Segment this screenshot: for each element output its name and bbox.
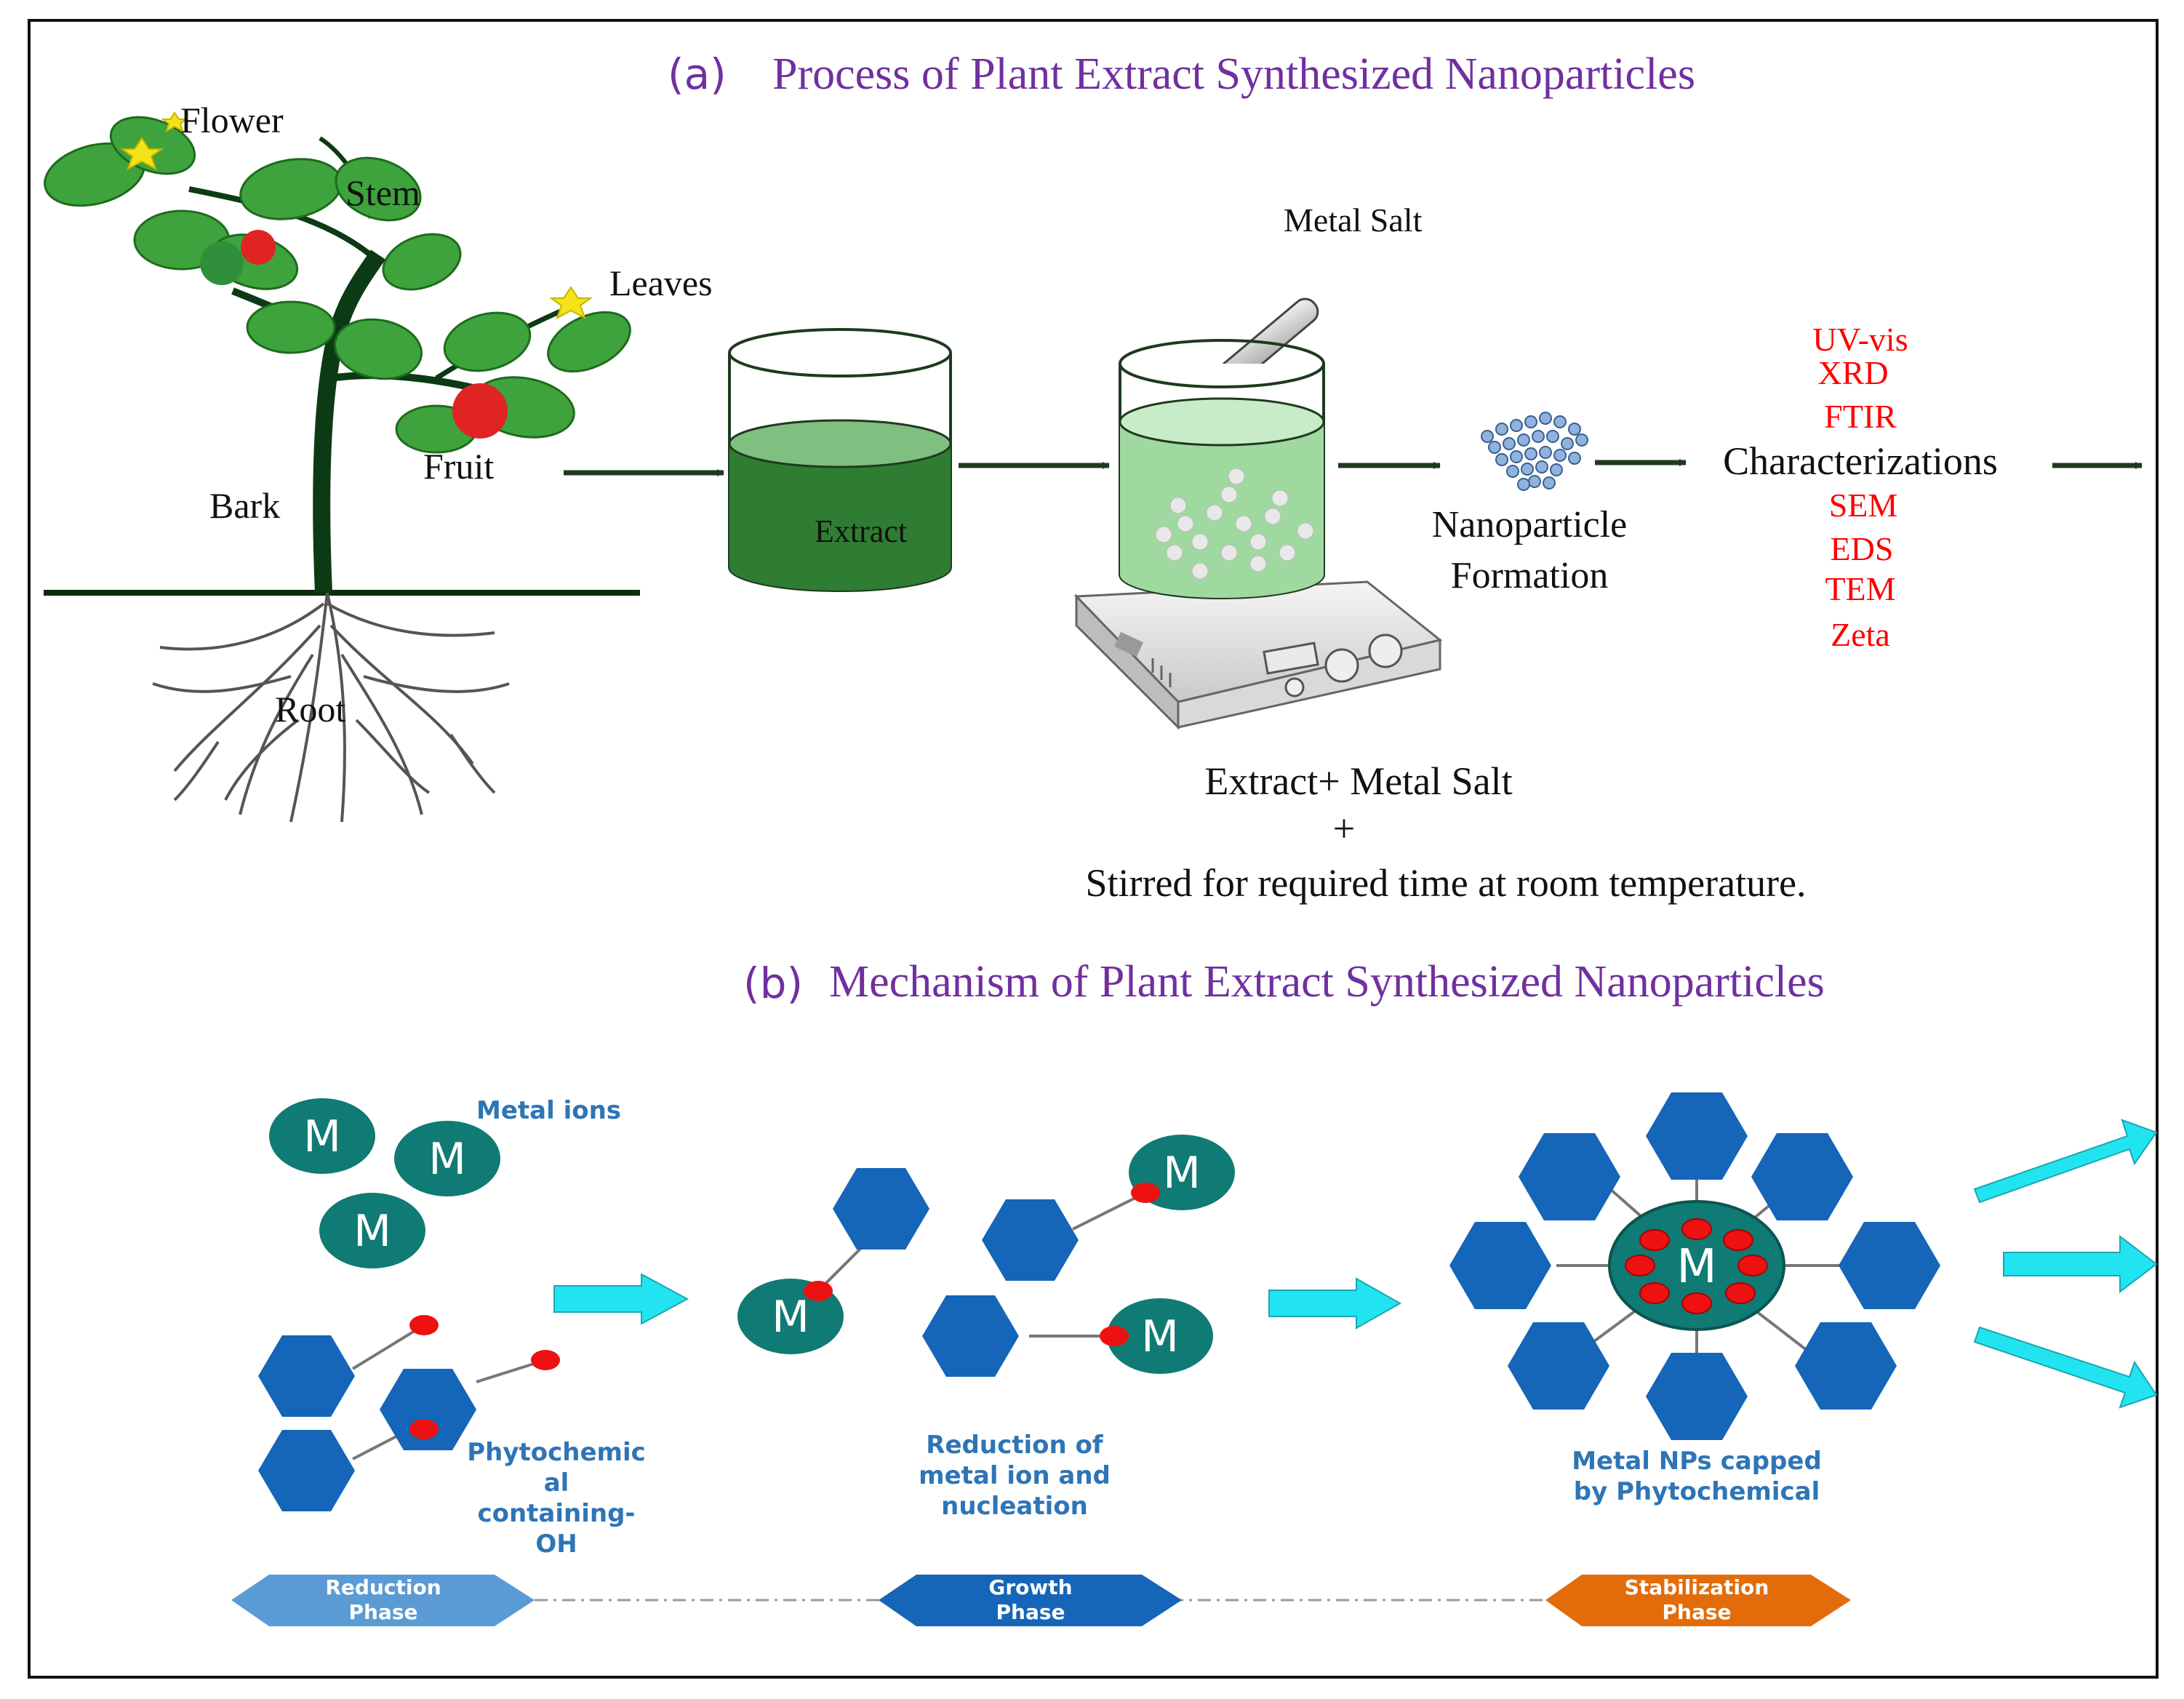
- cyan-arrow-reduction-to-growth: [553, 1273, 689, 1325]
- cyan-arrow-out-up: [1973, 1119, 2158, 1204]
- phyto-hexagon-3: [258, 1430, 355, 1511]
- cyan-arrow-out-middle: [2003, 1234, 2158, 1294]
- oh-dot: [409, 1419, 439, 1439]
- growth-hexagon-3: [922, 1295, 1019, 1377]
- growth-hexagon-1: [833, 1168, 929, 1250]
- technique-tem: TEM: [1825, 570, 1895, 607]
- cap-hexagon-top: [1646, 1092, 1748, 1180]
- cap-hexagon-right: [1839, 1222, 1940, 1309]
- metal-ion-3: M: [319, 1193, 425, 1268]
- extract-label: Extract: [815, 513, 907, 549]
- technique-zeta: Zeta: [1831, 616, 1890, 653]
- cap-hexagon-bottom-left: [1508, 1322, 1609, 1410]
- stage-reduction: M M M Metal ions Phytochemic al containi…: [258, 1096, 646, 1559]
- metal-ions-label: Metal ions: [476, 1096, 621, 1125]
- svg-text:M: M: [303, 1111, 341, 1162]
- phyto-label-line4: OH: [535, 1530, 577, 1559]
- cap-hexagon-top-left: [1519, 1133, 1620, 1220]
- label-root: Root: [275, 689, 345, 729]
- cyan-arrow-out-down: [1973, 1326, 2158, 1409]
- process-plus: +: [1333, 807, 1355, 850]
- stirrer-assembly: [1073, 339, 1443, 730]
- panel-b-title: (b) Mechanism of Plant Extract Synthesiz…: [743, 957, 1825, 1008]
- cap-hexagon-bottom-right: [1795, 1322, 1897, 1410]
- stage-stabilization: M Metal NPs capped by Phytochemical: [1449, 1092, 1940, 1506]
- svg-text:M: M: [353, 1206, 391, 1257]
- phyto-hexagon-1: [258, 1335, 355, 1417]
- svg-text:Stabilization: Stabilization: [1625, 1575, 1769, 1599]
- panel-b-title-text: Mechanism of Plant Extract Synthesized N…: [829, 957, 1825, 1007]
- growth-label-line1: Reduction of: [926, 1431, 1104, 1460]
- growth-label-line3: nucleation: [941, 1492, 1088, 1521]
- figure-border: [28, 19, 2159, 1679]
- label-bark: Bark: [209, 485, 280, 526]
- technique-sem: SEM: [1829, 487, 1898, 524]
- stage-growth: M M M Reduction of metal ion and nucleat…: [737, 1135, 1235, 1521]
- metal-salt-label: Metal Salt: [1284, 201, 1423, 239]
- roots: [152, 592, 510, 823]
- panel-b-letter: (b): [743, 959, 803, 1008]
- panel-a-title: (a) Process of Plant Extract Synthesized…: [668, 49, 1695, 99]
- plant-stem: [313, 249, 385, 593]
- label-stem: Stem: [345, 172, 420, 213]
- panel-a-title-text: Process of Plant Extract Synthesized Nan…: [772, 49, 1695, 99]
- svg-text:Reduction: Reduction: [325, 1575, 441, 1599]
- plant-illustration: Flower Stem Leaves Fruit Bark Root: [44, 100, 713, 823]
- oh-dot: [531, 1350, 560, 1370]
- phyto-label-line3: containing-: [477, 1499, 635, 1528]
- growth-hexagon-2: [982, 1199, 1079, 1281]
- nanoparticle-label-line1: Nanoparticle: [1432, 504, 1628, 545]
- technique-ftir: FTIR: [1824, 398, 1897, 435]
- svg-text:M: M: [1141, 1311, 1179, 1362]
- characterizations-block: Characterizations UV-vis XRD FTIR SEM ED…: [1723, 321, 1998, 653]
- phyto-hexagon-2: [380, 1369, 476, 1450]
- red-fruit-large: [452, 383, 508, 439]
- metal-ion-1: M: [269, 1098, 375, 1174]
- technique-xrd: XRD: [1817, 354, 1888, 391]
- process-line1: Extract+ Metal Salt: [1204, 759, 1512, 803]
- oh-dot: [409, 1315, 439, 1335]
- svg-text:Phase: Phase: [348, 1600, 417, 1624]
- phase-growth: Growth Phase: [879, 1575, 1182, 1626]
- nanoparticle-label-line2: Formation: [1451, 555, 1609, 596]
- technique-uv-vis: UV-vis: [1812, 321, 1908, 358]
- phase-reduction: Reduction Phase: [231, 1575, 535, 1626]
- phase-stabilization: Stabilization Phase: [1545, 1575, 1851, 1626]
- red-fruit-small: [241, 230, 276, 265]
- capped-label-line1: Metal NPs capped: [1572, 1447, 1822, 1476]
- green-fruit: [200, 241, 244, 285]
- flowers: [119, 111, 593, 320]
- extract-beaker: Extract: [728, 328, 952, 592]
- svg-text:M: M: [428, 1134, 466, 1185]
- cap-hexagon-left: [1449, 1222, 1551, 1309]
- svg-text:M: M: [1163, 1148, 1201, 1199]
- panel-a-letter: (a): [668, 49, 727, 99]
- particles-in-beaker: [1155, 468, 1314, 580]
- label-flower: Flower: [180, 100, 284, 140]
- cyan-arrow-growth-to-stabilization: [1268, 1277, 1402, 1330]
- metal-ion-2: M: [394, 1121, 500, 1196]
- process-line2: Stirred for required time at room temper…: [1085, 861, 1806, 905]
- nanoparticle-cluster: [1481, 412, 1588, 491]
- characterizations-label: Characterizations: [1723, 439, 1998, 483]
- technique-eds: EDS: [1831, 530, 1894, 567]
- phyto-label-line1: Phytochemic: [467, 1438, 646, 1467]
- svg-text:M: M: [1676, 1240, 1716, 1294]
- svg-text:Phase: Phase: [1662, 1600, 1731, 1624]
- cap-hexagon-top-right: [1751, 1133, 1853, 1220]
- growth-label-line2: metal ion and: [919, 1461, 1111, 1490]
- svg-text:M: M: [772, 1292, 809, 1343]
- svg-text:Growth: Growth: [988, 1575, 1072, 1599]
- label-fruit: Fruit: [423, 446, 494, 487]
- phyto-label-line2: al: [544, 1468, 569, 1498]
- label-leaves: Leaves: [609, 263, 713, 303]
- capped-label-line2: by Phytochemical: [1574, 1477, 1820, 1506]
- cap-hexagon-bottom: [1646, 1353, 1748, 1440]
- growth-metal-3: M: [1107, 1298, 1213, 1374]
- svg-text:Phase: Phase: [996, 1600, 1065, 1624]
